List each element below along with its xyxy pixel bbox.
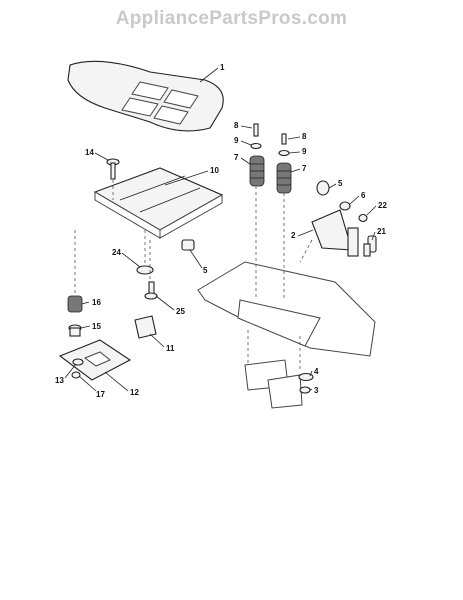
callout-5-lower: 5 (203, 266, 208, 275)
spring-right-part[interactable] (276, 162, 292, 194)
nut-17[interactable] (71, 371, 81, 379)
callout-9-right: 9 (302, 147, 307, 156)
bracket-part[interactable] (311, 209, 359, 257)
callout-22: 22 (378, 201, 387, 210)
washer-13[interactable] (72, 358, 84, 366)
washer-24[interactable] (136, 265, 154, 275)
callout-8-right: 8 (302, 132, 307, 141)
callout-8-left: 8 (234, 121, 239, 130)
callout-9-left: 9 (234, 136, 239, 145)
bolt-8-right[interactable] (278, 133, 290, 157)
callout-7-left: 7 (234, 153, 239, 162)
knob-21[interactable] (363, 235, 377, 257)
spring-16[interactable] (67, 295, 83, 313)
callout-1: 1 (220, 63, 225, 72)
frame-part (197, 261, 376, 409)
hardware-5-upper[interactable] (316, 180, 330, 196)
watermark-text: AppliancePartsPros.com (115, 8, 348, 29)
bolt-8-left[interactable] (250, 123, 262, 150)
callout-25: 25 (176, 307, 185, 316)
spring-left-part[interactable] (249, 155, 265, 187)
stud-25[interactable] (144, 281, 158, 300)
callout-13: 13 (55, 376, 64, 385)
hardware-5-lower[interactable] (181, 239, 195, 251)
callout-14: 14 (85, 148, 94, 157)
callout-24: 24 (112, 248, 121, 257)
callouts: 1 14 10 8 9 7 8 9 7 5 6 22 2 21 24 5 16 … (55, 63, 387, 399)
callout-21: 21 (377, 227, 386, 236)
callout-3: 3 (314, 386, 319, 395)
bolt-part[interactable] (106, 158, 120, 180)
bolt-3[interactable] (299, 386, 311, 394)
callout-17: 17 (96, 390, 105, 399)
callout-11: 11 (166, 344, 175, 353)
callout-6: 6 (361, 191, 366, 200)
hardware-22[interactable] (358, 213, 368, 223)
plate-12[interactable] (58, 339, 132, 381)
bushing-15[interactable] (68, 324, 82, 337)
callout-7-right: 7 (302, 164, 307, 173)
callout-16: 16 (92, 298, 101, 307)
washer-4[interactable] (298, 372, 314, 382)
hardware-6[interactable] (339, 201, 351, 211)
seat-part[interactable] (67, 60, 224, 132)
seat-pan-part[interactable] (93, 167, 224, 239)
callout-2: 2 (291, 231, 296, 240)
callout-10: 10 (210, 166, 219, 175)
callout-15: 15 (92, 322, 101, 331)
alignment-lines (74, 180, 313, 372)
callout-12: 12 (130, 388, 139, 397)
leader-lines (64, 67, 377, 392)
callout-4: 4 (314, 367, 319, 376)
callout-5-upper: 5 (338, 179, 343, 188)
pivot-11[interactable] (134, 315, 157, 339)
